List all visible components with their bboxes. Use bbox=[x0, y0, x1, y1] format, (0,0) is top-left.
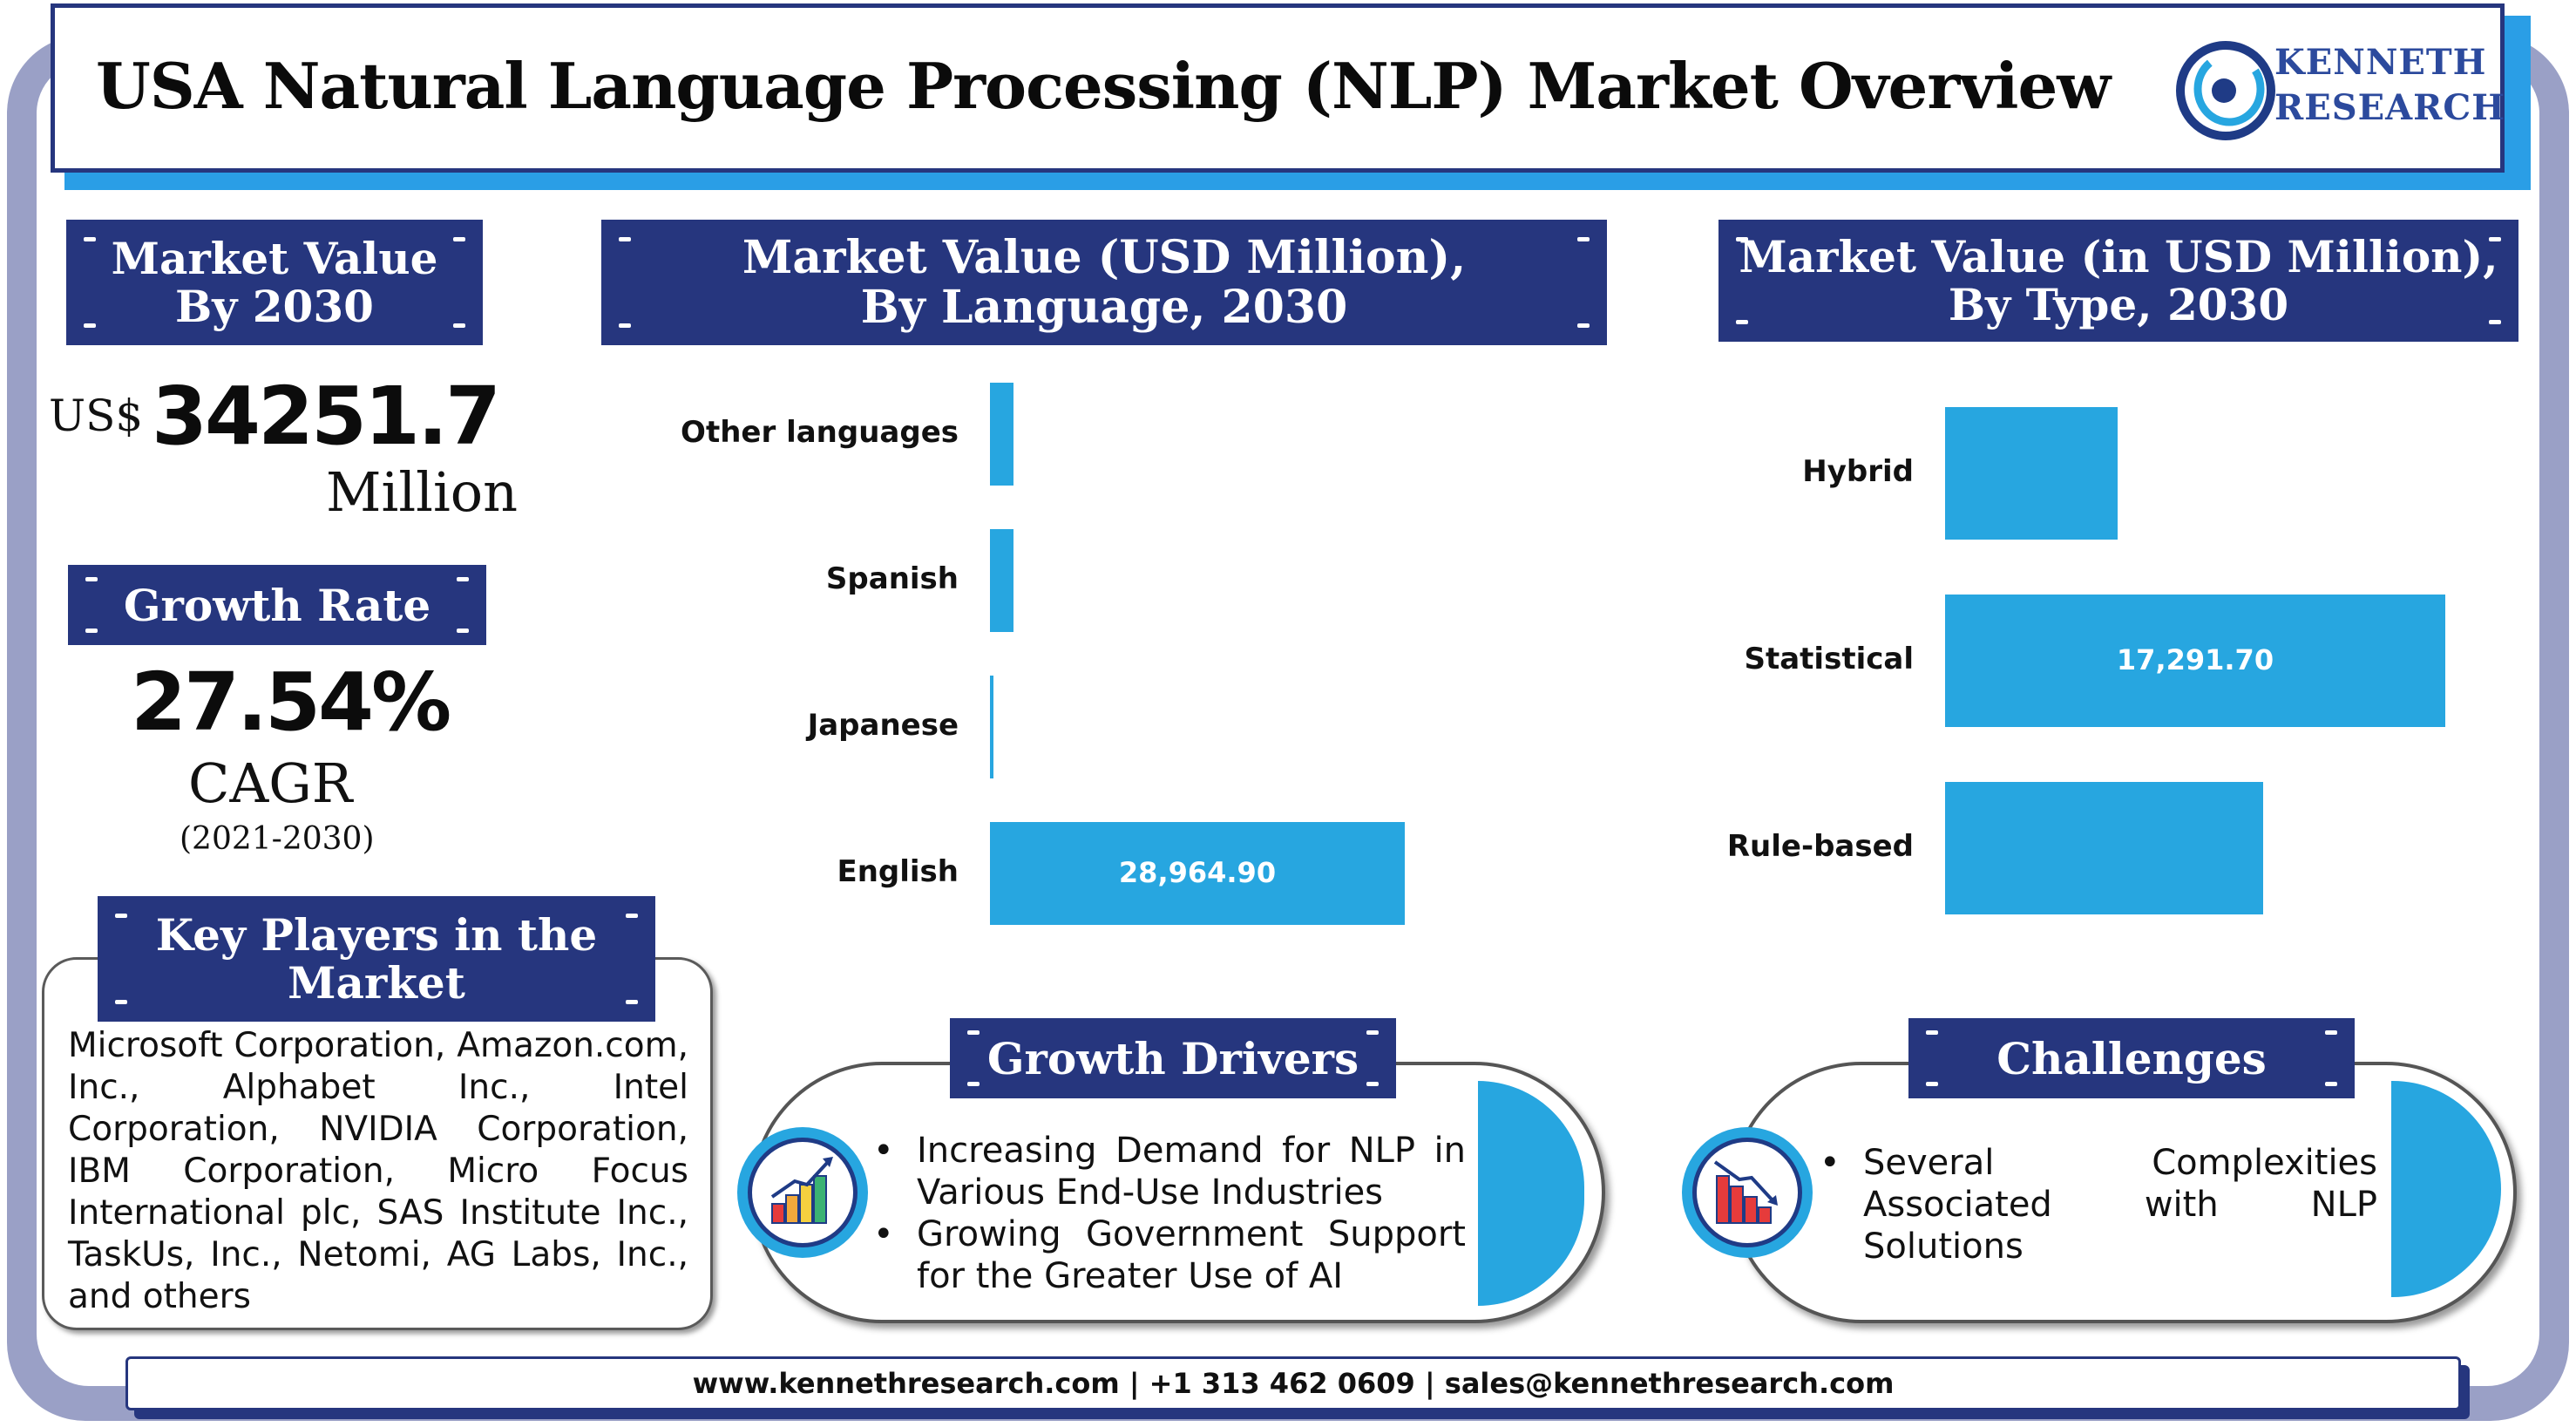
growth-drivers-banner: Growth Drivers bbox=[950, 1018, 1396, 1098]
key-players-heading: Key Players in the Market bbox=[155, 909, 598, 1009]
data-label: 28,964.90 bbox=[1118, 856, 1277, 889]
bar bbox=[990, 529, 1014, 632]
logo-line-2: RESEARCH bbox=[2274, 87, 2506, 128]
category-label: Japanese bbox=[807, 708, 959, 743]
market-value-heading: Market Value By 2030 bbox=[111, 233, 438, 332]
data-label: 17,291.70 bbox=[2116, 643, 2274, 676]
category-label: Hybrid bbox=[1802, 454, 1914, 489]
type-chart-title: Market Value (in USD Million), By Type, … bbox=[1739, 231, 2498, 330]
challenges-banner: Challenges bbox=[1908, 1018, 2355, 1098]
list-item: Growing Government Support for the Great… bbox=[873, 1213, 1466, 1297]
footer-contact: www.kennethresearch.com | +1 313 462 060… bbox=[125, 1356, 2461, 1410]
cagr-period: (2021-2030) bbox=[180, 821, 375, 857]
key-players-banner: Key Players in the Market bbox=[98, 896, 655, 1022]
category-label: Rule-based bbox=[1726, 829, 1914, 864]
title-box bbox=[51, 3, 2505, 173]
growth-drivers-list: Increasing Demand for NLP in Various End… bbox=[873, 1130, 1466, 1297]
category-label: English bbox=[837, 854, 959, 889]
category-label: Spanish bbox=[825, 561, 959, 596]
bar bbox=[990, 383, 1014, 486]
growth-rate-value: 27.54% bbox=[131, 656, 451, 749]
growth-drivers-heading: Growth Drivers bbox=[986, 1032, 1359, 1084]
type-chart-banner: Market Value (in USD Million), By Type, … bbox=[1718, 220, 2518, 342]
category-label: Other languages bbox=[681, 415, 959, 450]
bar bbox=[1945, 407, 2118, 540]
list-item: Several Complexities Associated with NLP… bbox=[1820, 1142, 2377, 1267]
cagr-label: CAGR bbox=[188, 751, 353, 815]
falling-bar-chart-icon bbox=[1682, 1127, 1813, 1258]
logo-line-1: KENNETH bbox=[2274, 42, 2487, 83]
category-label: Statistical bbox=[1744, 642, 1915, 676]
page-title: USA Natural Language Processing (NLP) Ma… bbox=[96, 49, 2111, 123]
kenneth-research-logo-icon bbox=[2176, 41, 2275, 140]
list-item: Increasing Demand for NLP in Various End… bbox=[873, 1130, 1466, 1213]
challenges-heading: Challenges bbox=[1996, 1032, 2267, 1084]
market-value-number: 34251.7 bbox=[152, 370, 501, 463]
challenges-list: Several Complexities Associated with NLP… bbox=[1820, 1142, 2377, 1267]
key-players-text: Microsoft Corporation, Amazon.com, Inc.,… bbox=[68, 1026, 688, 1316]
language-chart-title: Market Value (USD Million), By Language,… bbox=[742, 230, 1467, 334]
language-chart-banner: Market Value (USD Million), By Language,… bbox=[601, 220, 1607, 345]
bar bbox=[990, 822, 1405, 925]
bar bbox=[990, 676, 993, 778]
currency-label: US$ bbox=[49, 391, 144, 441]
bar bbox=[1945, 782, 2264, 914]
bar bbox=[1945, 595, 2445, 727]
market-value-banner: Market Value By 2030 bbox=[66, 220, 483, 345]
growth-rate-heading: Growth Rate bbox=[123, 579, 431, 631]
market-value-unit: Million bbox=[326, 460, 519, 524]
growth-rate-banner: Growth Rate bbox=[68, 565, 486, 645]
rising-bar-chart-icon bbox=[737, 1127, 868, 1258]
